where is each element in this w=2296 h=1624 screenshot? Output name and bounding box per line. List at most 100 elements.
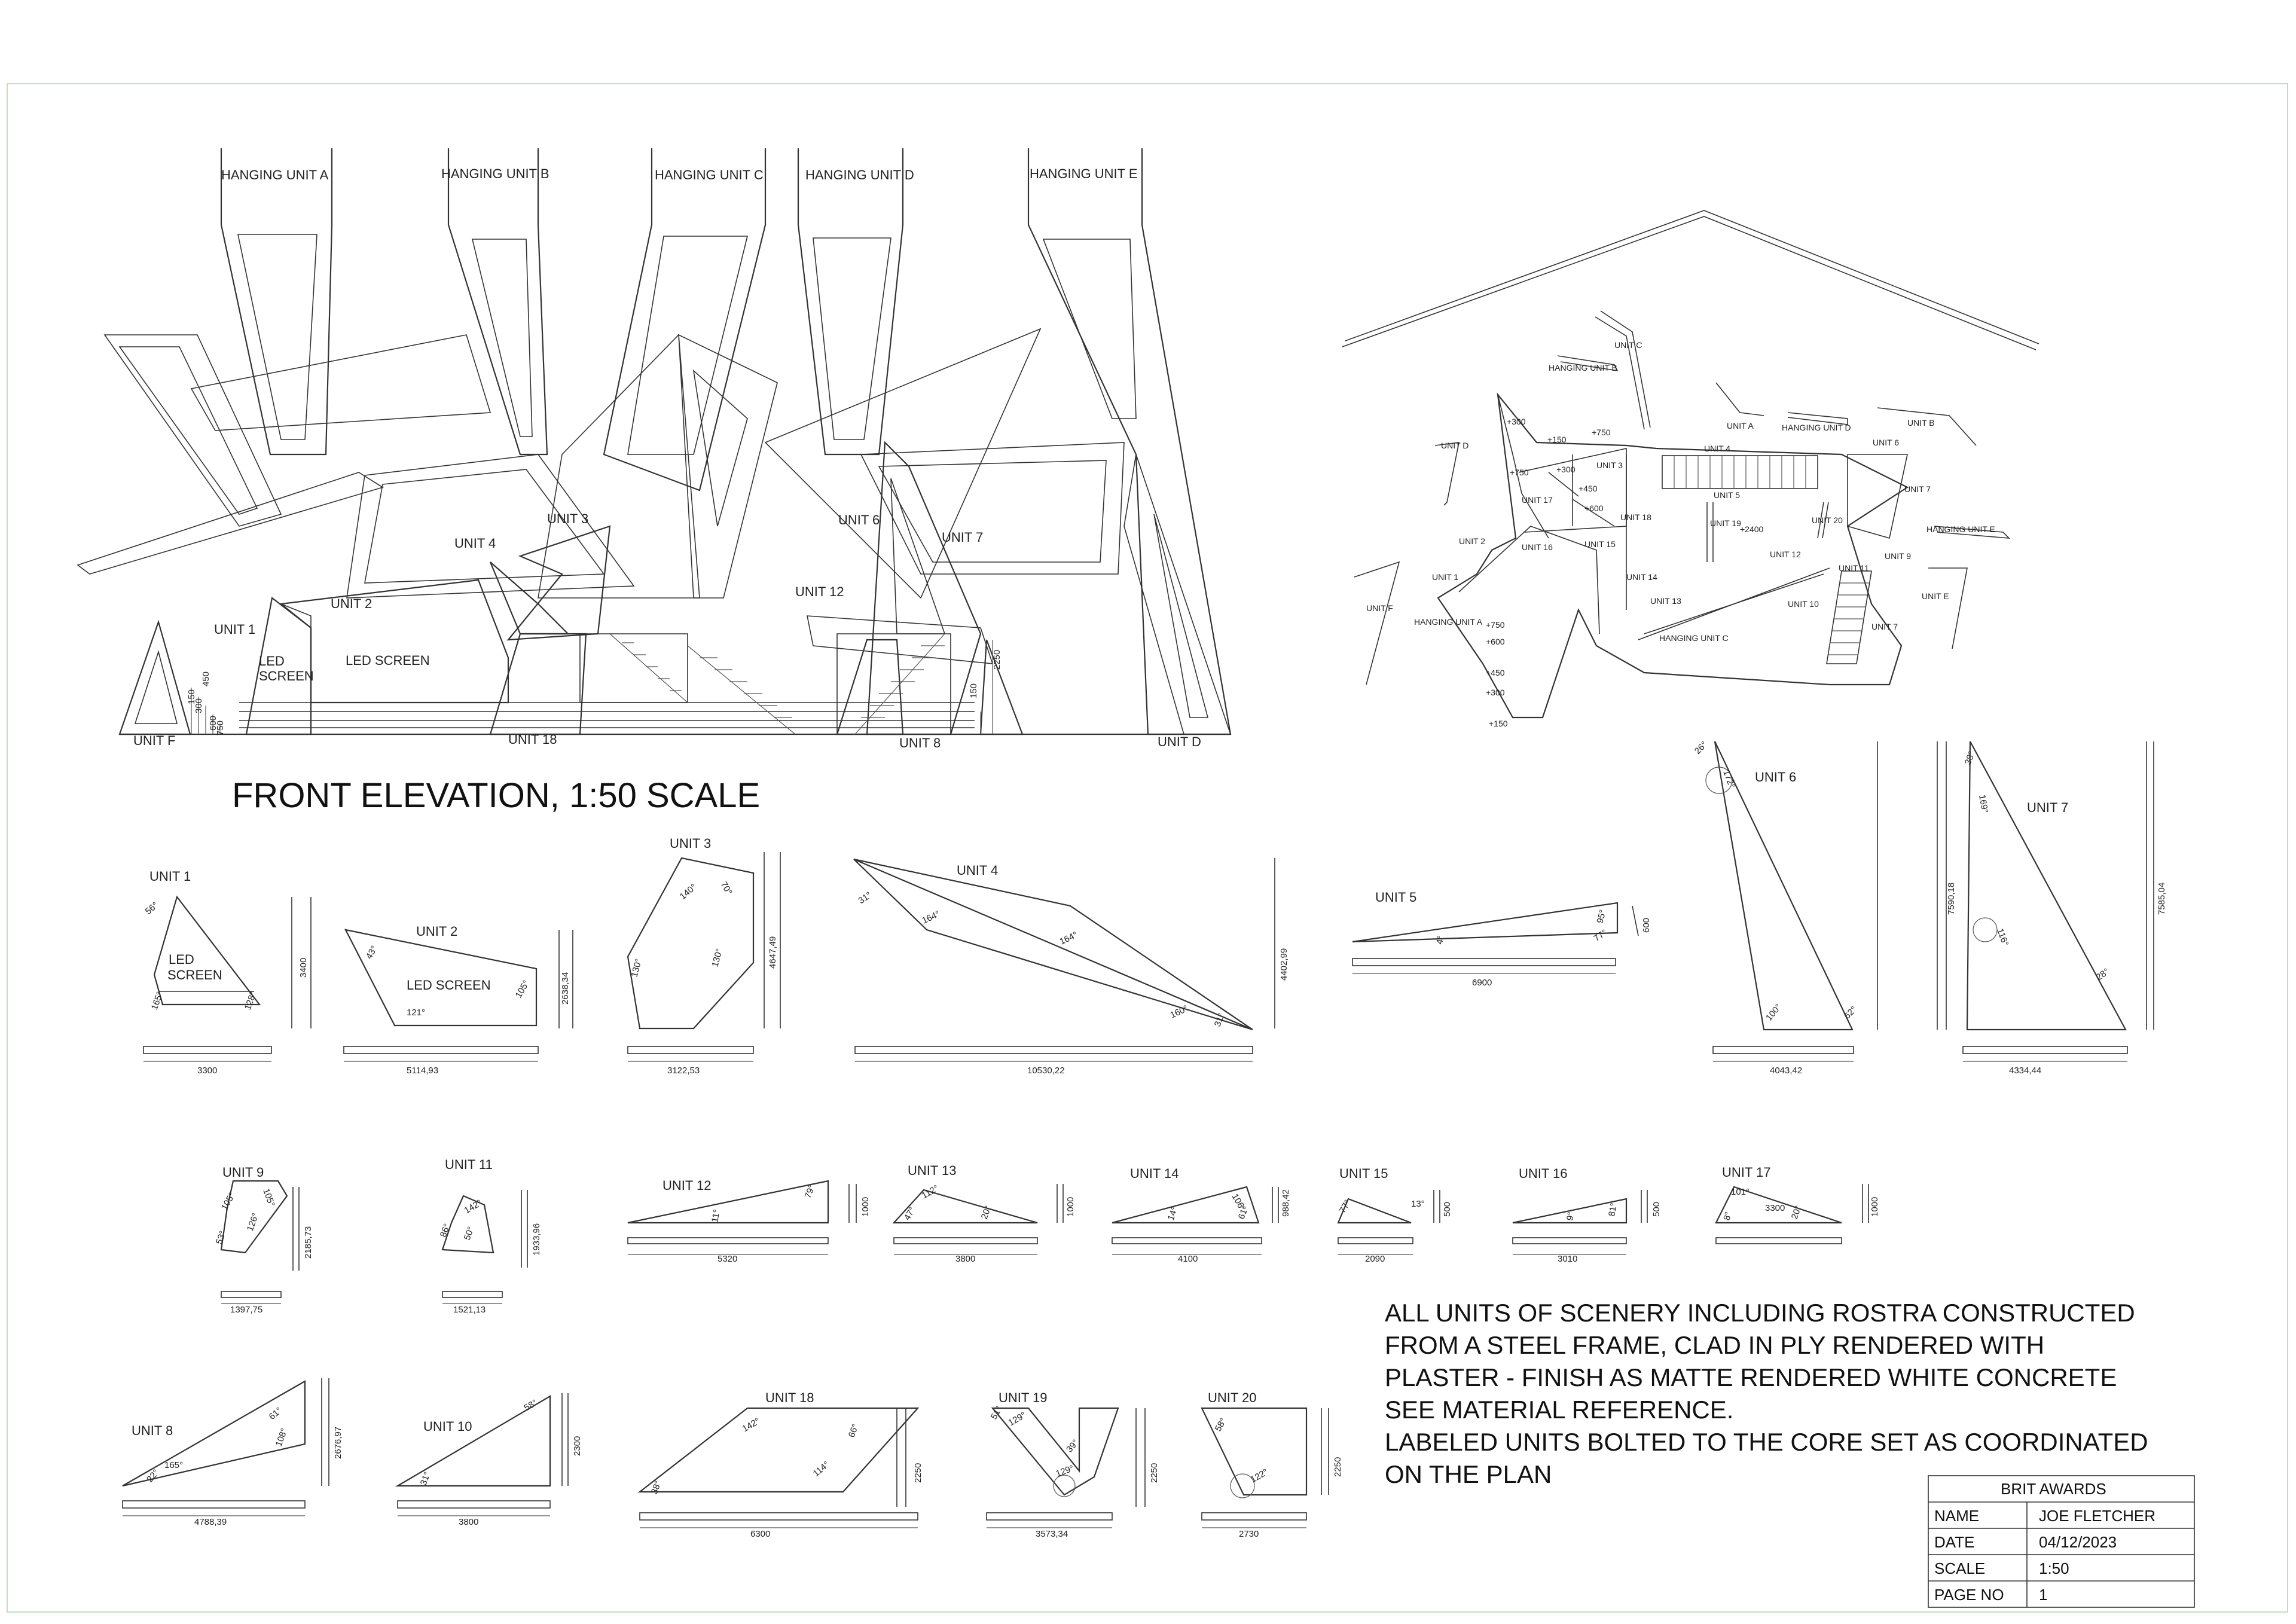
svg-text:UNIT 20: UNIT 20	[1208, 1390, 1257, 1405]
detail-unit-11: UNIT 11 1521,13 1933,96 142° 86° 50°	[438, 1157, 542, 1315]
svg-text:PLASTER - FINISH AS MATTE REND: PLASTER - FINISH AS MATTE RENDERED WHITE…	[1385, 1363, 2117, 1391]
svg-text:750: 750	[215, 721, 225, 735]
svg-text:UNIT 10: UNIT 10	[423, 1419, 472, 1434]
svg-text:11°: 11°	[710, 1208, 722, 1223]
svg-text:2250: 2250	[1333, 1457, 1343, 1477]
svg-text:1:50: 1:50	[2039, 1559, 2069, 1577]
svg-text:1397,75: 1397,75	[230, 1305, 262, 1315]
svg-text:62°: 62°	[1842, 1005, 1859, 1021]
svg-text:3010: 3010	[1558, 1254, 1577, 1264]
svg-text:UNIT 3: UNIT 3	[1596, 460, 1623, 470]
label-unit-12: UNIT 12	[795, 584, 844, 599]
svg-text:1000: 1000	[1065, 1197, 1076, 1217]
material-notes: ALL UNITS OF SCENERY INCLUDING ROSTRA CO…	[1385, 1299, 2148, 1488]
svg-text:31°: 31°	[419, 1470, 433, 1486]
unit-2-shape	[279, 579, 509, 704]
svg-text:UNIT 14: UNIT 14	[1130, 1166, 1179, 1181]
svg-text:5114,93: 5114,93	[407, 1066, 438, 1076]
svg-text:130°: 130°	[710, 948, 724, 968]
svg-text:53°: 53°	[214, 1229, 228, 1246]
svg-text:165°: 165°	[149, 990, 166, 1011]
svg-text:HANGING UNIT D: HANGING UNIT D	[1782, 423, 1851, 432]
svg-text:9°: 9°	[1565, 1211, 1576, 1222]
svg-text:UNIT 16: UNIT 16	[1519, 1166, 1568, 1181]
svg-text:SEE MATERIAL REFERENCE.: SEE MATERIAL REFERENCE.	[1385, 1396, 1733, 1424]
svg-text:140°: 140°	[678, 882, 699, 902]
detail-unit-14: UNIT 14 4100 988,42 14° 106° 61°	[1112, 1166, 1291, 1264]
svg-text:UNIT 7: UNIT 7	[2027, 800, 2068, 815]
detail-unit-3: UNIT 3 3122,53 4647,49 140° 70° 130° 130…	[627, 836, 781, 1076]
front-elevation: HANGING UNIT A HANGING UNIT B HANGING UN…	[77, 148, 1232, 815]
svg-text:UNIT A: UNIT A	[1727, 421, 1754, 431]
svg-text:UNIT 15: UNIT 15	[1339, 1166, 1388, 1181]
svg-text:DATE: DATE	[1934, 1533, 1974, 1551]
label-unit-3: UNIT 3	[547, 511, 588, 526]
detail-unit-12: UNIT 12 5320 1000 11° 79°	[627, 1178, 871, 1264]
label-unit-1: UNIT 1	[214, 622, 255, 637]
svg-text:500: 500	[1651, 1202, 1662, 1217]
svg-text:105°: 105°	[514, 979, 532, 1000]
svg-text:HANGING UNIT E: HANGING UNIT E	[1926, 524, 1995, 534]
svg-text:2090: 2090	[1365, 1254, 1385, 1264]
unit-9-shape	[979, 639, 1024, 735]
sheet-border	[7, 83, 2288, 1613]
svg-text:300: 300	[194, 698, 204, 713]
label-led-1a: LED	[259, 654, 285, 668]
stair-left	[579, 633, 796, 735]
svg-text:+300: +300	[1556, 465, 1576, 474]
svg-text:122°: 122°	[1249, 1467, 1270, 1485]
svg-text:150: 150	[969, 683, 979, 698]
svg-text:1: 1	[2039, 1586, 2047, 1604]
svg-text:164°: 164°	[921, 909, 942, 926]
detail-unit-2: UNIT 2 LED SCREEN 5114,93 2638,34 43° 12…	[343, 924, 573, 1076]
svg-text:39°: 39°	[1064, 1437, 1081, 1454]
svg-text:UNIT 8: UNIT 8	[132, 1423, 173, 1438]
svg-text:HANGING UNIT B: HANGING UNIT B	[1549, 363, 1617, 373]
svg-text:121°: 121°	[407, 1008, 425, 1018]
svg-text:1521,13: 1521,13	[453, 1305, 486, 1315]
detail-unit-7: UNIT 7 4334,44 7590,18 7585,04 38° 169° …	[1937, 741, 2167, 1076]
svg-text:26°: 26°	[1693, 740, 1709, 756]
svg-text:BRIT AWARDS: BRIT AWARDS	[2001, 1480, 2106, 1498]
svg-text:130°: 130°	[629, 958, 643, 978]
label-unit-7: UNIT 7	[942, 530, 983, 545]
svg-text:UNIT 7: UNIT 7	[1871, 622, 1898, 631]
label-unit-f: UNIT F	[133, 733, 175, 748]
svg-text:UNIT 13: UNIT 13	[1650, 596, 1681, 606]
svg-text:+450: +450	[1486, 668, 1505, 677]
svg-text:126°: 126°	[245, 1211, 261, 1232]
svg-text:2730: 2730	[1239, 1529, 1259, 1539]
svg-text:UNIT D: UNIT D	[1441, 441, 1468, 450]
svg-text:UNIT 16: UNIT 16	[1522, 542, 1553, 552]
label-led-2: LED SCREEN	[346, 653, 430, 668]
svg-text:172°: 172°	[1721, 769, 1737, 790]
svg-text:UNIT 9: UNIT 9	[222, 1165, 264, 1180]
svg-text:4647,49: 4647,49	[768, 936, 778, 969]
svg-text:500: 500	[1442, 1202, 1452, 1217]
hanging-unit-d-shape	[797, 148, 904, 456]
svg-text:61°: 61°	[267, 1405, 284, 1422]
svg-text:600: 600	[208, 716, 218, 731]
svg-text:UNIT 5: UNIT 5	[1714, 490, 1740, 500]
svg-text:UNIT 2: UNIT 2	[416, 924, 457, 939]
svg-text:+2400: +2400	[1740, 524, 1764, 534]
svg-text:4043,42: 4043,42	[1770, 1066, 1802, 1076]
svg-text:UNIT 10: UNIT 10	[1788, 599, 1819, 609]
svg-text:114°: 114°	[811, 1460, 832, 1479]
svg-text:10530,22: 10530,22	[1027, 1066, 1065, 1076]
svg-text:UNIT 20: UNIT 20	[1812, 515, 1843, 525]
svg-text:+150: +150	[1489, 719, 1508, 728]
svg-text:+300: +300	[1507, 417, 1526, 426]
detail-unit-18: UNIT 18 6300 2250 142° 66° 114° 38°	[637, 1390, 923, 1539]
svg-text:1933,96: 1933,96	[532, 1223, 542, 1256]
svg-text:UNIT 5: UNIT 5	[1375, 890, 1416, 905]
svg-text:+750: +750	[1510, 468, 1529, 477]
svg-text:101°: 101°	[1731, 1187, 1750, 1197]
label-led-1b: SCREEN	[259, 668, 314, 683]
svg-text:169°: 169°	[1977, 794, 1990, 814]
svg-text:4402,99: 4402,99	[1279, 948, 1289, 981]
svg-text:108°: 108°	[274, 1427, 290, 1448]
svg-text:2250: 2250	[1149, 1463, 1159, 1483]
svg-text:142°: 142°	[741, 1416, 762, 1434]
detail-unit-13: UNIT 13 3800 1000 112° 47° 20°	[892, 1163, 1076, 1264]
